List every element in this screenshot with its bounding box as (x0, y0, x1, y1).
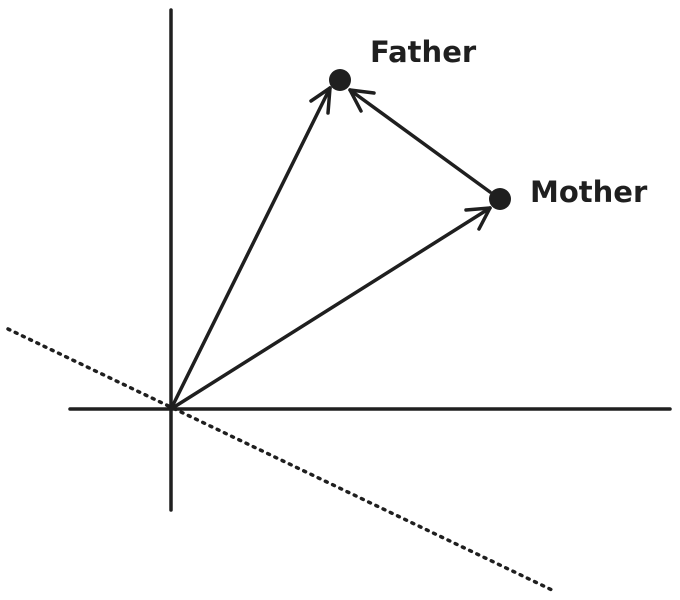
mother-point (489, 188, 511, 210)
vector-origin-to-father-shaft (169, 86, 332, 411)
vector-mother-to-father-shaft (348, 88, 492, 194)
vector-origin-to-mother-arrowhead (464, 206, 492, 231)
father-label: Father (370, 35, 477, 69)
vector-origin-to-mother-shaft (169, 206, 492, 411)
vector-origin-to-mother (169, 206, 492, 411)
vector-origin-to-father-arrowhead (309, 86, 332, 115)
mother-label: Mother (530, 175, 648, 209)
dotted-reference-line (6, 327, 554, 592)
vector-origin-to-father (169, 86, 332, 411)
vector-mother-to-father-arrowhead (348, 88, 376, 113)
father-point (329, 69, 351, 91)
vector-mother-to-father (348, 88, 492, 194)
